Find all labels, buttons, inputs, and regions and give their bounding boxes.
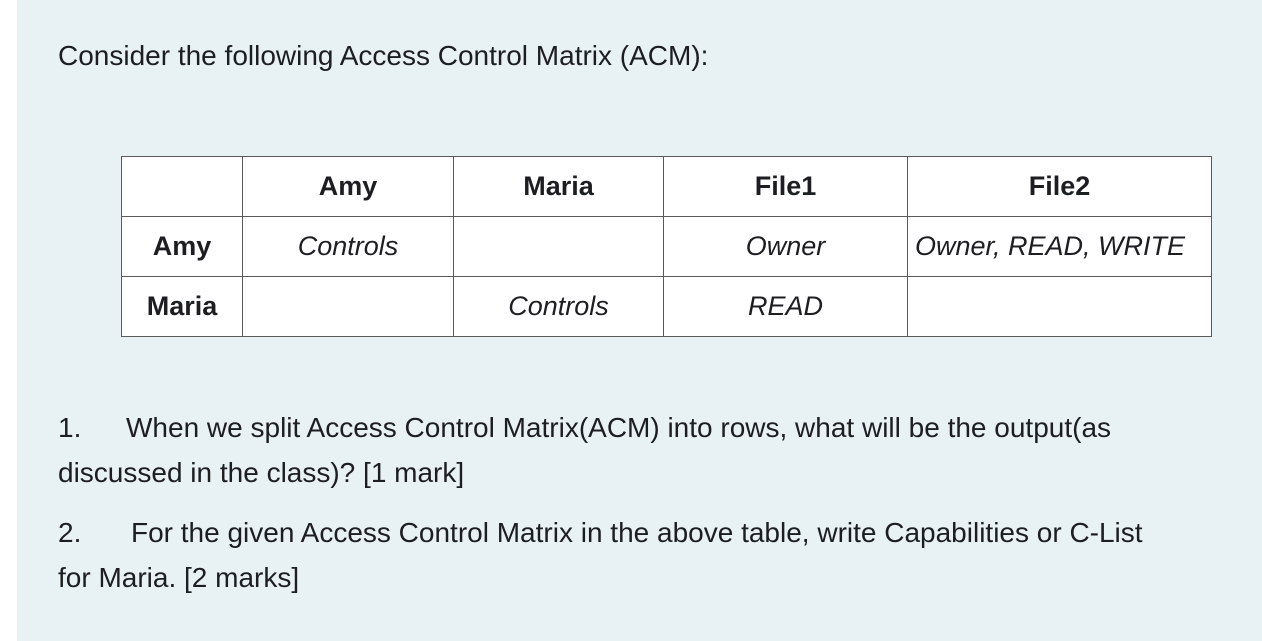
question-text-line1: For the given Access Control Matrix in t… bbox=[131, 517, 1143, 548]
row-subject: Maria bbox=[121, 276, 243, 337]
row-subject: Amy bbox=[121, 216, 243, 277]
access-control-matrix: Amy Maria File1 File2 Amy Controls Owner… bbox=[121, 156, 1212, 337]
table-cell: Owner bbox=[663, 216, 908, 277]
header-maria: Maria bbox=[453, 156, 664, 217]
question-2: 2. For the given Access Control Matrix in… bbox=[58, 510, 1143, 600]
table-cell bbox=[907, 276, 1212, 337]
table-cell bbox=[242, 276, 454, 337]
question-text-line2: discussed in the class)? [1 mark] bbox=[58, 457, 465, 488]
question-text-line2: for Maria. [2 marks] bbox=[58, 562, 300, 593]
table-header-row: Amy Maria File1 File2 bbox=[121, 156, 1212, 217]
header-file2: File2 bbox=[907, 156, 1212, 217]
table-row: Maria Controls READ bbox=[121, 276, 1212, 337]
question-number: 2. bbox=[58, 517, 82, 548]
header-corner bbox=[121, 156, 243, 217]
table-cell: Controls bbox=[242, 216, 454, 277]
intro-text: Consider the following Access Control Ma… bbox=[58, 40, 709, 71]
header-amy: Amy bbox=[242, 156, 454, 217]
table-cell bbox=[453, 216, 664, 277]
header-file1: File1 bbox=[663, 156, 908, 217]
table-row: Amy Controls Owner Owner, READ, WRITE bbox=[121, 216, 1212, 277]
question-text-line1: When we split Access Control Matrix(ACM)… bbox=[126, 412, 1112, 443]
table-cell: Controls bbox=[453, 276, 664, 337]
question-number: 1. bbox=[58, 412, 82, 443]
question-1: 1. When we split Access Control Matrix(AC… bbox=[58, 405, 1111, 495]
table-cell: Owner, READ, WRITE bbox=[907, 216, 1212, 277]
table-cell: READ bbox=[663, 276, 908, 337]
